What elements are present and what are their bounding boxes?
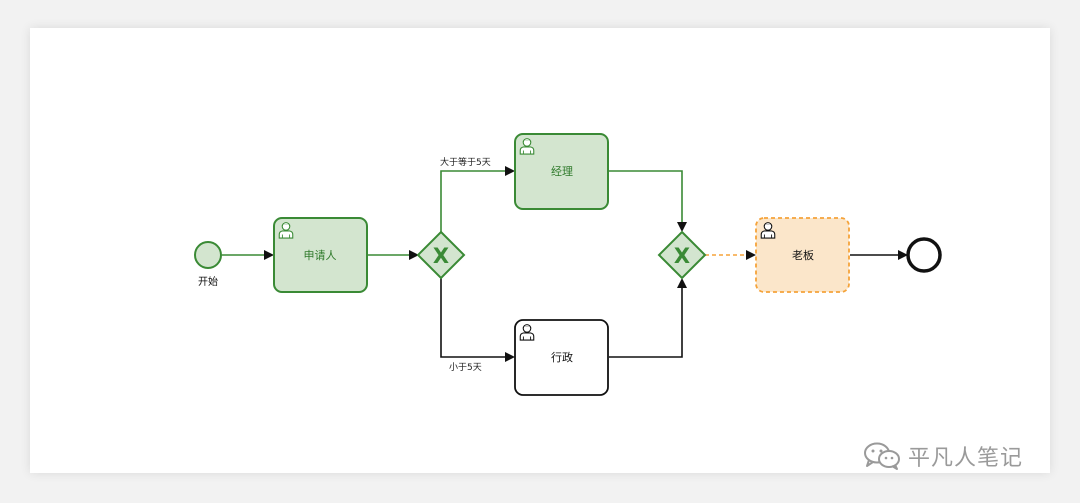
watermark: 平凡人笔记	[862, 439, 1023, 473]
task-manager[interactable]: 经理	[514, 133, 609, 210]
exclusive-gateway-merge[interactable]: X	[657, 230, 707, 280]
edge-applicant-to-gateway[interactable]	[367, 250, 419, 260]
task-boss[interactable]: 老板	[755, 217, 850, 293]
exclusive-gateway-x-icon: X	[433, 244, 449, 268]
edge-start-to-applicant[interactable]	[222, 250, 274, 260]
task-manager-label: 经理	[551, 165, 573, 178]
end-event[interactable]	[906, 237, 942, 273]
edge-boss-to-end[interactable]	[850, 250, 908, 260]
start-event[interactable]	[194, 241, 222, 269]
watermark-text: 平凡人笔记	[908, 446, 1024, 471]
edge-merge-gateway-to-boss[interactable]	[705, 250, 756, 260]
edge-manager-to-merge-gateway[interactable]	[609, 170, 687, 232]
edge-label-lt-5-days: 小于5天	[449, 362, 482, 373]
exclusive-gateway-split[interactable]: X	[416, 230, 466, 280]
edge-gateway-to-admin[interactable]	[440, 278, 515, 362]
task-admin-label: 行政	[551, 350, 573, 364]
edge-admin-to-merge-gateway[interactable]	[609, 278, 687, 358]
task-applicant-label: 申请人	[304, 249, 337, 262]
edges	[222, 166, 908, 362]
edge-gateway-to-manager[interactable]	[440, 166, 515, 232]
task-admin[interactable]: 行政	[514, 319, 609, 396]
task-applicant[interactable]: 申请人	[273, 217, 368, 293]
task-boss-label: 老板	[792, 248, 814, 262]
start-event-label: 开始	[198, 275, 218, 288]
edge-label-ge-5-days: 大于等于5天	[440, 156, 491, 168]
wechat-icon	[864, 442, 900, 470]
exclusive-gateway-x-icon: X	[674, 244, 690, 268]
